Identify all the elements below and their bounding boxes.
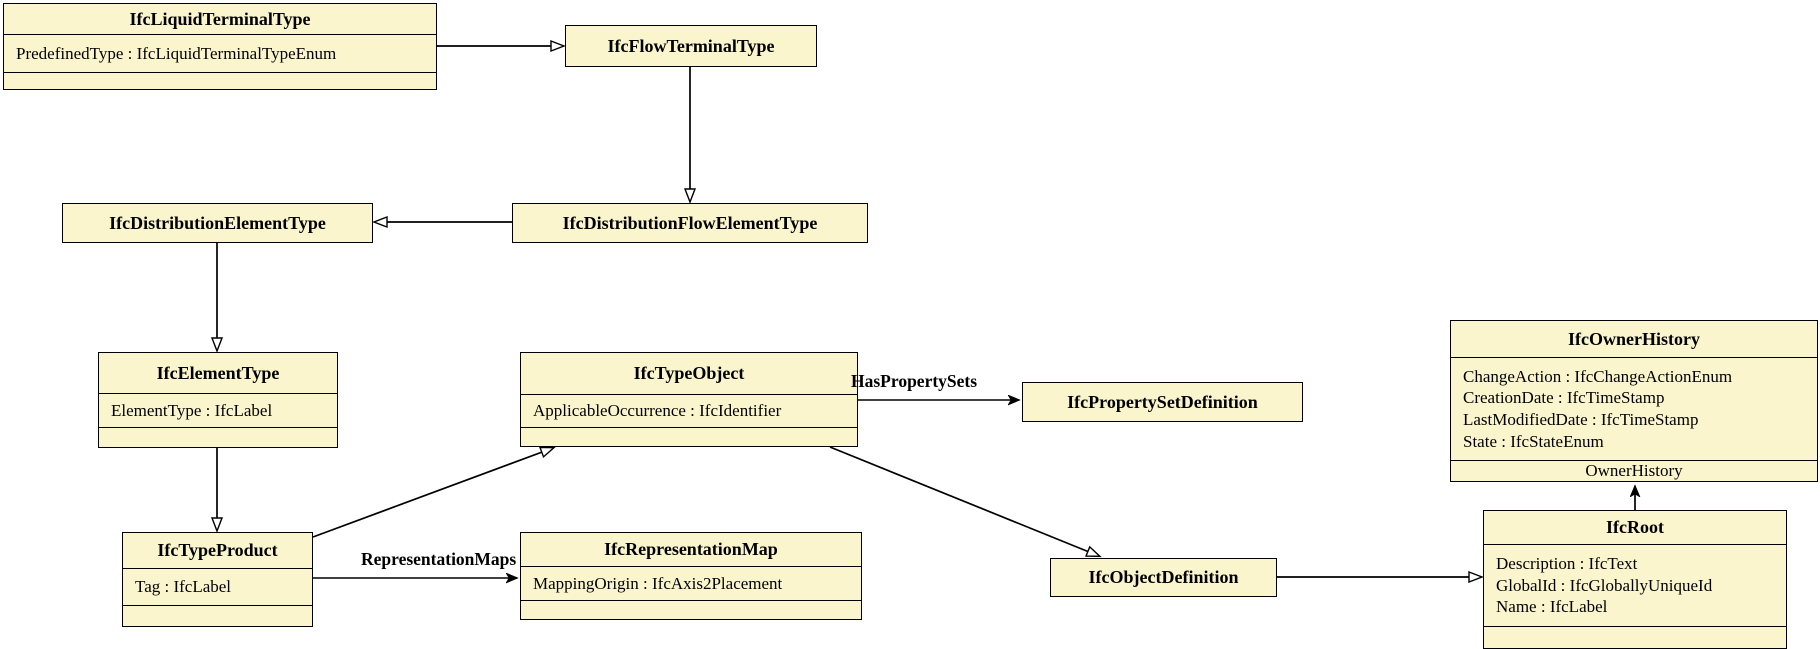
class-ifcflowterminaltype: IfcFlowTerminalType	[565, 25, 817, 67]
attribute: Description : IfcText	[1496, 553, 1638, 573]
class-ifcdistributionflowelementtype: IfcDistributionFlowElementType	[512, 203, 868, 243]
class-ifctypeobject: IfcTypeObject ApplicableOccurrence : Ifc…	[520, 352, 858, 447]
class-attributes: Tag : IfcLabel	[123, 569, 312, 606]
attribute: GlobalId : IfcGloballyUniqueId	[1496, 575, 1713, 595]
attribute: Name : IfcLabel	[1496, 597, 1608, 617]
class-footer	[99, 428, 337, 447]
attribute: MappingOrigin : IfcAxis2Placement	[533, 573, 783, 593]
class-attributes: ElementType : IfcLabel	[99, 394, 337, 428]
class-title: IfcTypeProduct	[123, 533, 312, 569]
class-attributes: ChangeAction : IfcChangeActionEnum Creat…	[1451, 358, 1817, 461]
generalization-typeproduct-to-typeobject	[312, 448, 553, 538]
class-ifctypeproduct: IfcTypeProduct Tag : IfcLabel	[122, 532, 313, 627]
edge-label-representationmaps: RepresentationMaps	[361, 549, 517, 569]
class-ifcdistributionelementtype: IfcDistributionElementType	[62, 203, 373, 243]
class-ifcobjectdefinition: IfcObjectDefinition	[1050, 558, 1277, 597]
class-attributes: Description : IfcText GlobalId : IfcGlob…	[1484, 545, 1786, 627]
class-attributes: MappingOrigin : IfcAxis2Placement	[521, 567, 861, 601]
class-ifcelementtype: IfcElementType ElementType : IfcLabel	[98, 352, 338, 448]
class-title: IfcFlowTerminalType	[607, 35, 775, 56]
attribute: ElementType : IfcLabel	[111, 400, 273, 420]
class-title: IfcRoot	[1484, 511, 1786, 545]
class-footer	[1484, 627, 1786, 648]
attribute: State : IfcStateEnum	[1463, 431, 1604, 451]
class-ifcpropertysetdefinition: IfcPropertySetDefinition	[1022, 382, 1303, 422]
class-title: IfcLiquidTerminalType	[4, 4, 436, 35]
class-ifcownerhistory: IfcOwnerHistory ChangeAction : IfcChange…	[1450, 320, 1818, 482]
class-footer	[4, 73, 436, 89]
attribute: ChangeAction : IfcChangeActionEnum	[1463, 366, 1733, 386]
generalization-typeobject-to-objectdefinition	[829, 446, 1099, 556]
attribute: Tag : IfcLabel	[135, 577, 232, 597]
class-title: IfcDistributionElementType	[109, 212, 326, 233]
class-ifcroot: IfcRoot Description : IfcText GlobalId :…	[1483, 510, 1787, 649]
class-title: IfcRepresentationMap	[521, 533, 861, 567]
class-title: IfcOwnerHistory	[1451, 321, 1817, 358]
class-title: IfcPropertySetDefinition	[1067, 391, 1258, 412]
class-attributes: ApplicableOccurrence : IfcIdentifier	[521, 395, 857, 428]
class-title: IfcObjectDefinition	[1088, 567, 1239, 587]
class-attributes: PredefinedType : IfcLiquidTerminalTypeEn…	[4, 35, 436, 73]
class-ifcliquidterminaltype: IfcLiquidTerminalType PredefinedType : I…	[3, 3, 437, 90]
attribute: ApplicableOccurrence : IfcIdentifier	[533, 401, 782, 421]
edge-label-haspropertysets: HasPropertySets	[851, 371, 978, 391]
class-title: IfcElementType	[99, 353, 337, 394]
attribute: PredefinedType : IfcLiquidTerminalTypeEn…	[16, 43, 337, 63]
class-footer	[521, 601, 861, 619]
class-ifcrepresentationmap: IfcRepresentationMap MappingOrigin : Ifc…	[520, 532, 862, 620]
class-footer	[123, 606, 312, 626]
class-footer	[521, 428, 857, 446]
attribute: LastModifiedDate : IfcTimeStamp	[1463, 410, 1699, 429]
class-title: IfcDistributionFlowElementType	[562, 212, 818, 233]
class-title: IfcTypeObject	[521, 353, 857, 395]
attribute: CreationDate : IfcTimeStamp	[1463, 388, 1665, 408]
class-footer-ownerhistory-role: OwnerHistory	[1585, 461, 1683, 480]
